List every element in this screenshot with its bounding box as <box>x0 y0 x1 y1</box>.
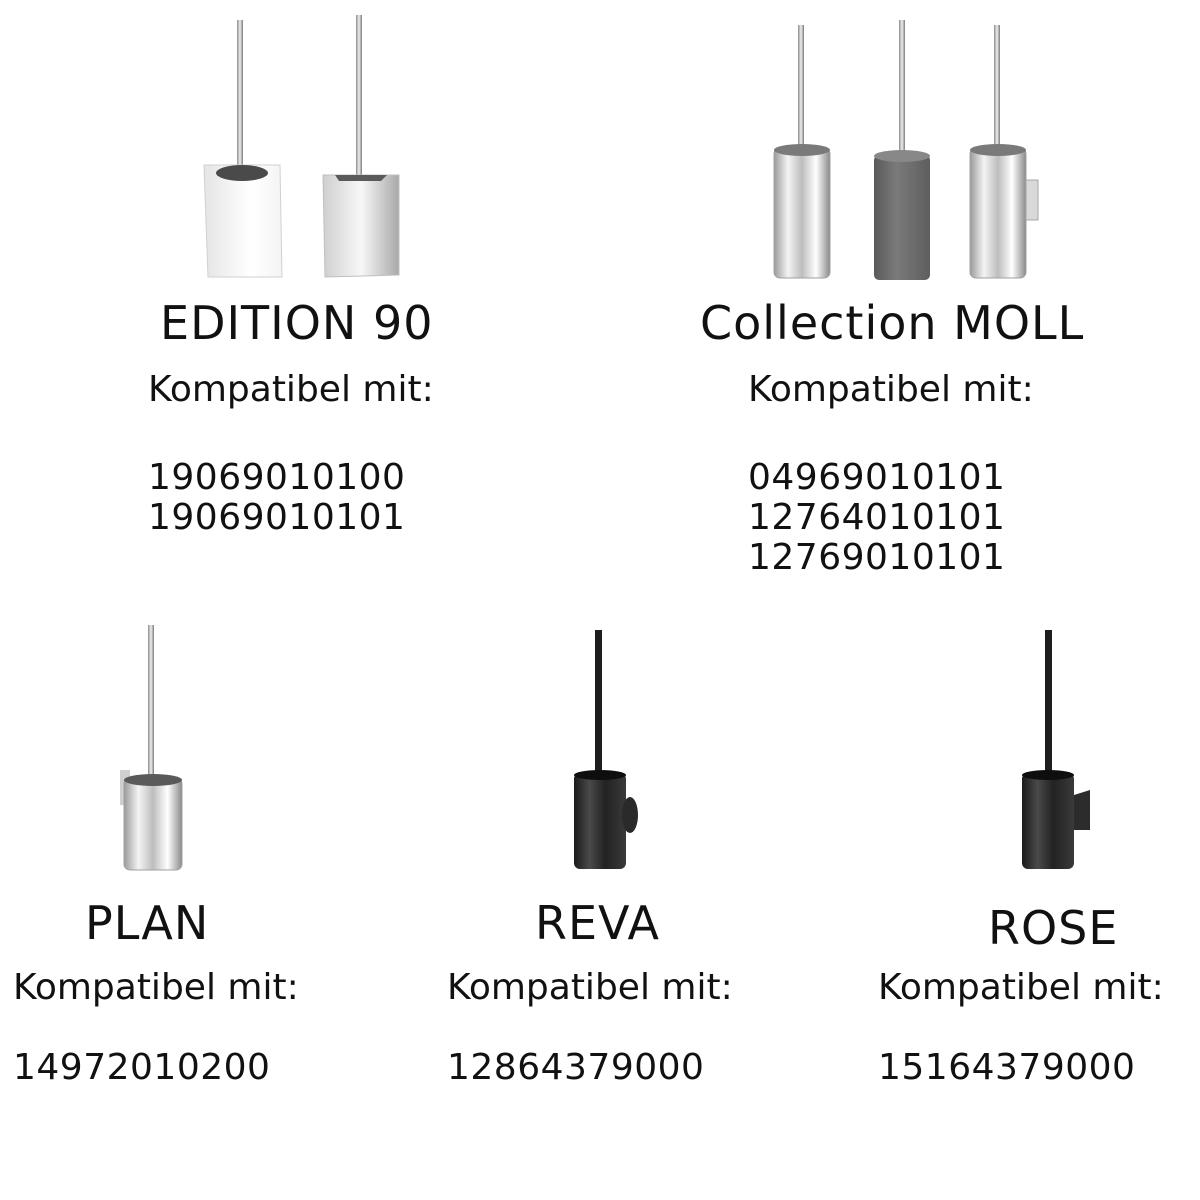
toilet-brush-wall-chrome-icon <box>120 625 183 871</box>
code-list: 15164379000 <box>878 1048 1135 1088</box>
toilet-brush-square-chrome-icon <box>322 15 400 278</box>
product-title: Collection MOLL <box>700 296 1085 350</box>
compat-label: Kompatibel mit: <box>13 967 299 1008</box>
code-list: 19069010100 19069010101 <box>148 458 405 538</box>
article-number: 14972010200 <box>13 1047 271 1088</box>
toilet-brush-cylinder-chrome-icon <box>773 25 831 279</box>
article-number: 19069010100 <box>148 457 406 498</box>
toilet-brush-wall-black-icon <box>574 630 638 869</box>
article-number: 04969010101 <box>748 457 1006 498</box>
article-number: 12764010101 <box>748 497 1006 538</box>
toilet-brush-wall-chrome-icon <box>969 25 1039 279</box>
compat-label: Kompatibel mit: <box>878 967 1164 1008</box>
article-number: 12769010101 <box>748 537 1006 578</box>
compat-label: Kompatibel mit: <box>748 369 1034 410</box>
code-list: 04969010101 12764010101 12769010101 <box>748 458 1005 578</box>
toilet-brush-square-white-icon <box>203 20 283 278</box>
article-number: 19069010101 <box>148 497 406 538</box>
code-list: 14972010200 <box>13 1048 270 1088</box>
article-number: 15164379000 <box>878 1047 1136 1088</box>
code-list: 12864379000 <box>447 1048 704 1088</box>
product-title: EDITION 90 <box>160 296 434 350</box>
article-number: 12864379000 <box>447 1047 705 1088</box>
product-title: PLAN <box>85 896 210 950</box>
toilet-brush-cylinder-grey-icon <box>874 20 930 280</box>
product-title: REVA <box>535 896 661 950</box>
product-title: ROSE <box>988 901 1119 955</box>
compat-label: Kompatibel mit: <box>148 369 434 410</box>
compat-label: Kompatibel mit: <box>447 967 733 1008</box>
toilet-brush-wall-black-icon <box>1022 630 1090 869</box>
